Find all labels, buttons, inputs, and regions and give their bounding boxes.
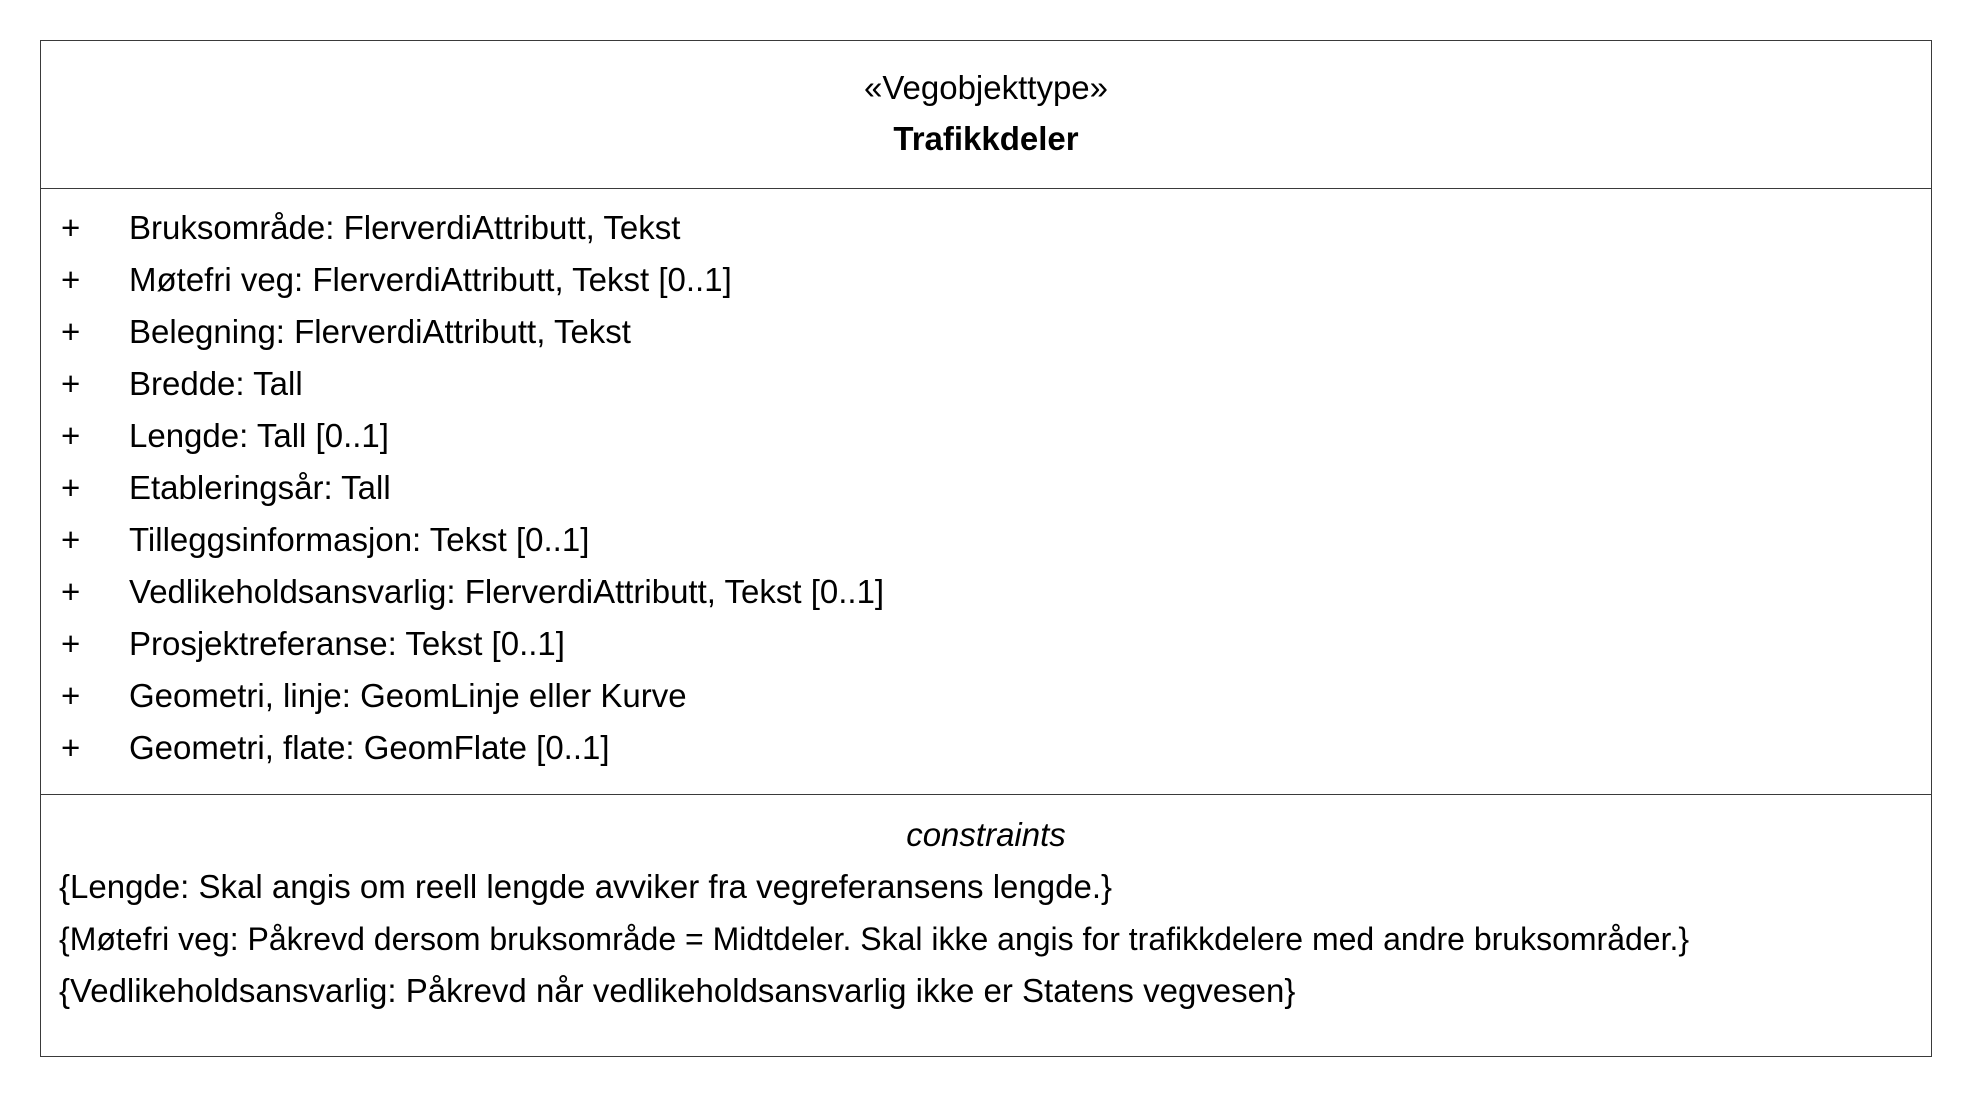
attribute-text: Tilleggsinformasjon: Tekst [0..1]: [129, 521, 590, 558]
attribute-row: + Prosjektreferanse: Tekst [0..1]: [41, 624, 1931, 664]
attribute-row: + Geometri, flate: GeomFlate [0..1]: [41, 728, 1931, 768]
attribute-text: Belegning: FlerverdiAttributt, Tekst: [129, 313, 631, 350]
attribute-text: Bredde: Tall: [129, 365, 303, 402]
attribute-row: + Bredde: Tall: [41, 364, 1931, 404]
attribute-row: + Etableringsår: Tall: [41, 468, 1931, 508]
constraint-item: {Lengde: Skal angis om reell lengde avvi…: [59, 868, 1113, 905]
attribute-text: Bruksområde: FlerverdiAttributt, Tekst: [129, 209, 681, 246]
attribute-visibility: +: [61, 469, 81, 506]
attribute-visibility: +: [61, 729, 81, 766]
attributes-compartment: + Bruksområde: FlerverdiAttributt, Tekst…: [41, 189, 1931, 795]
attribute-visibility: +: [61, 573, 81, 610]
attribute-row: + Lengde: Tall [0..1]: [41, 416, 1931, 456]
attribute-row: + Vedlikeholdsansvarlig: FlerverdiAttrib…: [41, 572, 1931, 612]
attribute-visibility: +: [61, 625, 81, 662]
constraints-title: constraints: [906, 816, 1066, 853]
constraints-compartment: constraints {Lengde: Skal angis om reell…: [41, 795, 1931, 1055]
attribute-text: Prosjektreferanse: Tekst [0..1]: [129, 625, 565, 662]
attribute-text: Geometri, linje: GeomLinje eller Kurve: [129, 677, 687, 714]
attribute-row: + Møtefri veg: FlerverdiAttributt, Tekst…: [41, 260, 1931, 300]
constraint-item: {Møtefri veg: Påkrevd dersom bruksområde…: [59, 921, 1690, 957]
class-header: «Vegobjekttype» Trafikkdeler: [41, 41, 1931, 189]
attribute-visibility: +: [61, 365, 81, 402]
attribute-text: Etableringsår: Tall: [129, 469, 391, 506]
attribute-text: Geometri, flate: GeomFlate [0..1]: [129, 729, 610, 766]
attribute-visibility: +: [61, 261, 81, 298]
class-name: Trafikkdeler: [893, 120, 1079, 157]
class-stereotype: «Vegobjekttype»: [863, 69, 1109, 106]
attribute-visibility: +: [61, 209, 81, 246]
attribute-row: + Tilleggsinformasjon: Tekst [0..1]: [41, 520, 1931, 560]
attribute-text: Vedlikeholdsansvarlig: FlerverdiAttribut…: [129, 573, 885, 610]
attribute-visibility: +: [61, 313, 81, 350]
attribute-text: Lengde: Tall [0..1]: [129, 417, 389, 454]
uml-class-box: «Vegobjekttype» Trafikkdeler + Bruksområ…: [40, 40, 1932, 1057]
attribute-row: + Bruksområde: FlerverdiAttributt, Tekst: [41, 208, 1931, 248]
attribute-text: Møtefri veg: FlerverdiAttributt, Tekst […: [129, 261, 732, 298]
constraint-item: {Vedlikeholdsansvarlig: Påkrevd når vedl…: [59, 972, 1296, 1009]
attribute-row: + Geometri, linje: GeomLinje eller Kurve: [41, 676, 1931, 716]
attribute-row: + Belegning: FlerverdiAttributt, Tekst: [41, 312, 1931, 352]
attribute-visibility: +: [61, 521, 81, 558]
attribute-visibility: +: [61, 677, 81, 714]
attribute-visibility: +: [61, 417, 81, 454]
